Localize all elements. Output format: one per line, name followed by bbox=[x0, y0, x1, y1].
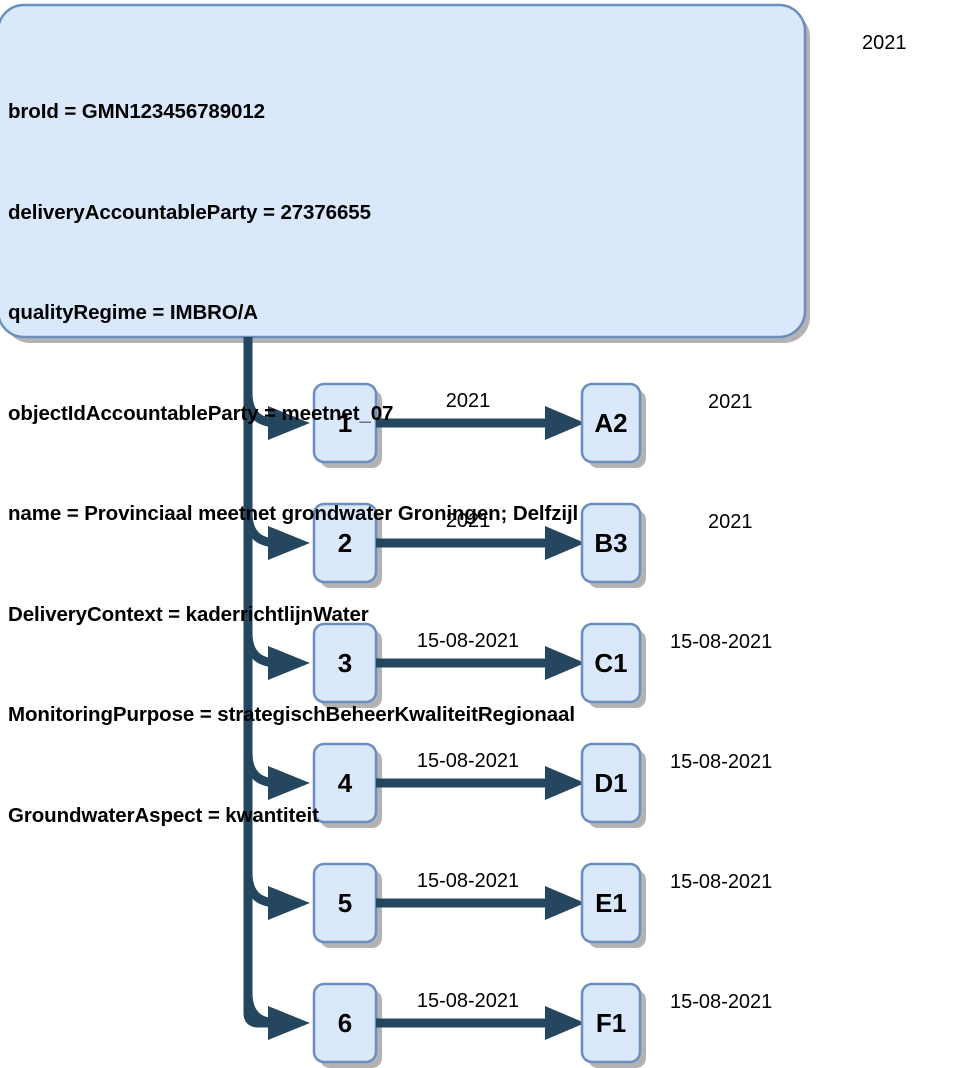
source-node-boxes[interactable] bbox=[312, 382, 378, 1064]
target-node-box bbox=[580, 742, 642, 824]
target-node-box bbox=[580, 982, 642, 1064]
side-label-row-6: 15-08-2021 bbox=[670, 991, 773, 1013]
source-node-label-2: 2 bbox=[337, 528, 353, 558]
target-node-label-c1: C1 bbox=[594, 648, 628, 678]
side-label-row-4: 15-08-2021 bbox=[670, 751, 773, 773]
root-attribute-deliveryaccountableparty: deliveryAccountableParty = 27376655 bbox=[8, 200, 371, 224]
target-node-label-a2: A2 bbox=[594, 408, 628, 438]
side-label-row-1: 2021 bbox=[708, 391, 753, 413]
root-attribute-groundwateraspect: GroundwaterAspect = kwantiteit bbox=[8, 803, 319, 827]
source-node-label-4: 4 bbox=[337, 768, 353, 798]
side-label-row-3: 15-08-2021 bbox=[670, 631, 773, 653]
target-node-label-b3: B3 bbox=[594, 528, 628, 558]
edge-label-row-6: 15-08-2021 bbox=[416, 990, 520, 1012]
source-node-label-3: 3 bbox=[337, 648, 353, 678]
edge-label-row-1: 2021 bbox=[445, 390, 491, 412]
edge-label-row-5: 15-08-2021 bbox=[416, 870, 520, 892]
row-edge-arrowheads bbox=[545, 406, 585, 1040]
root-node-box[interactable] bbox=[0, 3, 807, 339]
root-attribute-monitoringpurpose: MonitoringPurpose = strategischBeheerKwa… bbox=[8, 703, 575, 726]
target-node-label-f1: F1 bbox=[595, 1008, 627, 1038]
branch-arrowheads bbox=[268, 406, 310, 1040]
edge-label-row-4: 15-08-2021 bbox=[416, 750, 520, 772]
root-attribute-qualityregime: qualityRegime = IMBRO/A bbox=[8, 301, 259, 324]
target-node-box bbox=[580, 382, 642, 464]
row-edges bbox=[376, 418, 549, 1028]
target-node-box bbox=[580, 502, 642, 584]
root-node-attributes: broId = GMN123456789012 deliveryAccounta… bbox=[8, 28, 798, 899]
root-side-label: 2021 bbox=[862, 32, 907, 54]
target-node-box bbox=[580, 622, 642, 704]
root-attribute-objectidaccountableparty: objectIdAccountableParty = meetnet_07 bbox=[8, 401, 394, 425]
edge-label-row-3: 15-08-2021 bbox=[416, 630, 520, 652]
source-node-label-1: 1 bbox=[337, 408, 353, 438]
source-node-label-5: 5 bbox=[337, 888, 353, 918]
root-attribute-name: name = Provinciaal meetnet grondwater Gr… bbox=[8, 502, 579, 525]
target-node-label-d1: D1 bbox=[594, 768, 628, 798]
side-label-row-5: 15-08-2021 bbox=[670, 871, 773, 893]
target-node-label-e1: E1 bbox=[595, 888, 627, 918]
source-node-label-6: 6 bbox=[337, 1008, 353, 1038]
target-node-boxes[interactable] bbox=[580, 382, 642, 1064]
side-label-row-2: 2021 bbox=[708, 511, 753, 533]
target-node-box bbox=[580, 862, 642, 944]
edge-label-row-2: 2021 bbox=[445, 510, 491, 532]
tree-trunk bbox=[243, 337, 272, 1028]
root-attribute-deliverycontext: DeliveryContext = kaderrichtlijnWater bbox=[8, 602, 369, 626]
root-attribute-broid: broId = GMN123456789012 bbox=[8, 100, 265, 123]
